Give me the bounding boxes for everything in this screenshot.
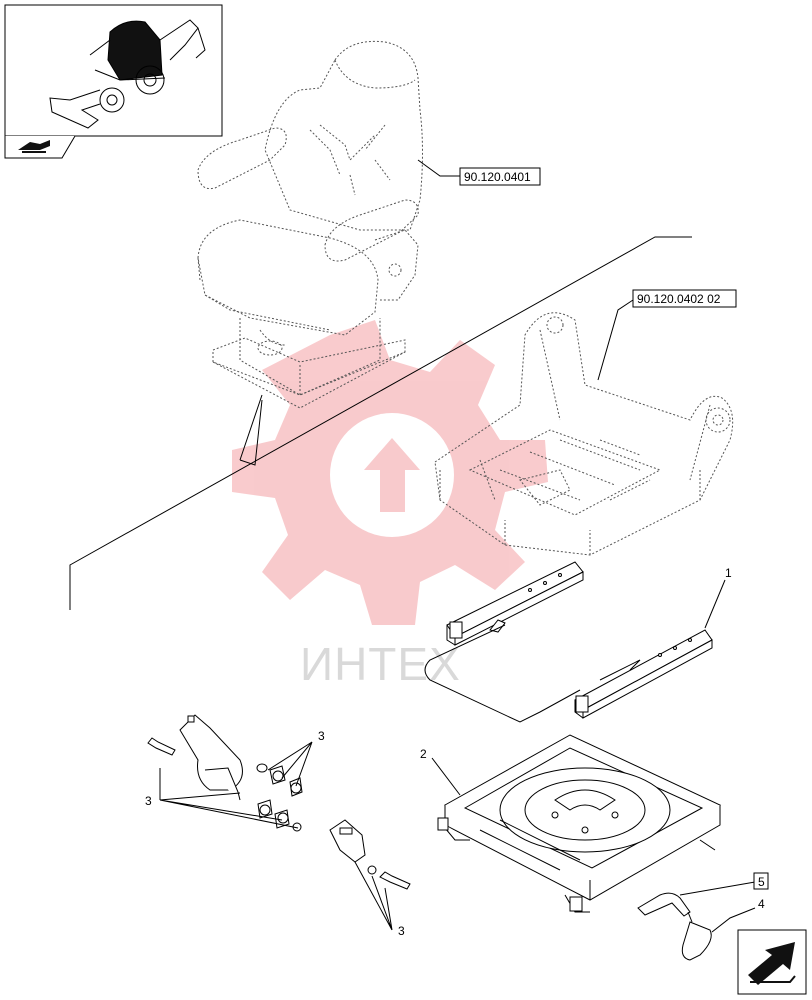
lever-5	[637, 892, 691, 917]
watermark-gear-icon	[232, 320, 548, 625]
frame-reference[interactable]: 90.120.0402 02	[597, 289, 737, 381]
callout-1-label: 1	[725, 566, 732, 580]
callout-2[interactable]: 2	[420, 747, 461, 796]
flip-page-arrow-icon[interactable]	[18, 140, 50, 153]
swivel-base	[437, 734, 722, 913]
watermark	[232, 320, 548, 625]
seat-reference-label: 90.120.0401	[464, 170, 531, 184]
watermark-arrow-icon	[364, 438, 420, 512]
callout-3c[interactable]: 3	[354, 861, 405, 938]
seat-belt-tongue	[329, 819, 366, 863]
watermark-text: ИНТЕХ	[300, 638, 461, 690]
callout-5[interactable]: 5	[679, 872, 769, 896]
callout-2-label: 2	[420, 747, 427, 761]
seat-assembly	[197, 40, 423, 409]
watermark-gear-hole	[330, 413, 454, 537]
callout-5-label: 5	[758, 875, 765, 889]
callout-3b-label: 3	[318, 729, 325, 743]
callout-3a[interactable]: 3	[145, 768, 299, 829]
slide-rails	[424, 561, 713, 723]
callout-3b[interactable]: 3	[267, 729, 325, 787]
bolts	[147, 737, 411, 890]
seat-reference[interactable]: 90.120.0401	[417, 159, 541, 186]
backhoe-loader-icon	[49, 19, 206, 129]
callout-3c-label: 3	[398, 924, 405, 938]
callout-4[interactable]: 4	[711, 897, 765, 933]
seat-belt-buckle	[179, 714, 243, 801]
grouping-lines	[69, 236, 692, 610]
callout-4-label: 4	[758, 897, 765, 911]
lever-4	[681, 911, 712, 961]
next-page-button[interactable]	[737, 929, 807, 995]
callout-3a-label: 3	[145, 794, 152, 808]
callout-1[interactable]: 1	[704, 566, 732, 629]
seat-frame	[434, 312, 734, 556]
frame-reference-label: 90.120.0402 02	[637, 292, 721, 306]
next-page-arrow-icon	[748, 942, 796, 985]
thumbnail-overview[interactable]	[4, 4, 223, 159]
